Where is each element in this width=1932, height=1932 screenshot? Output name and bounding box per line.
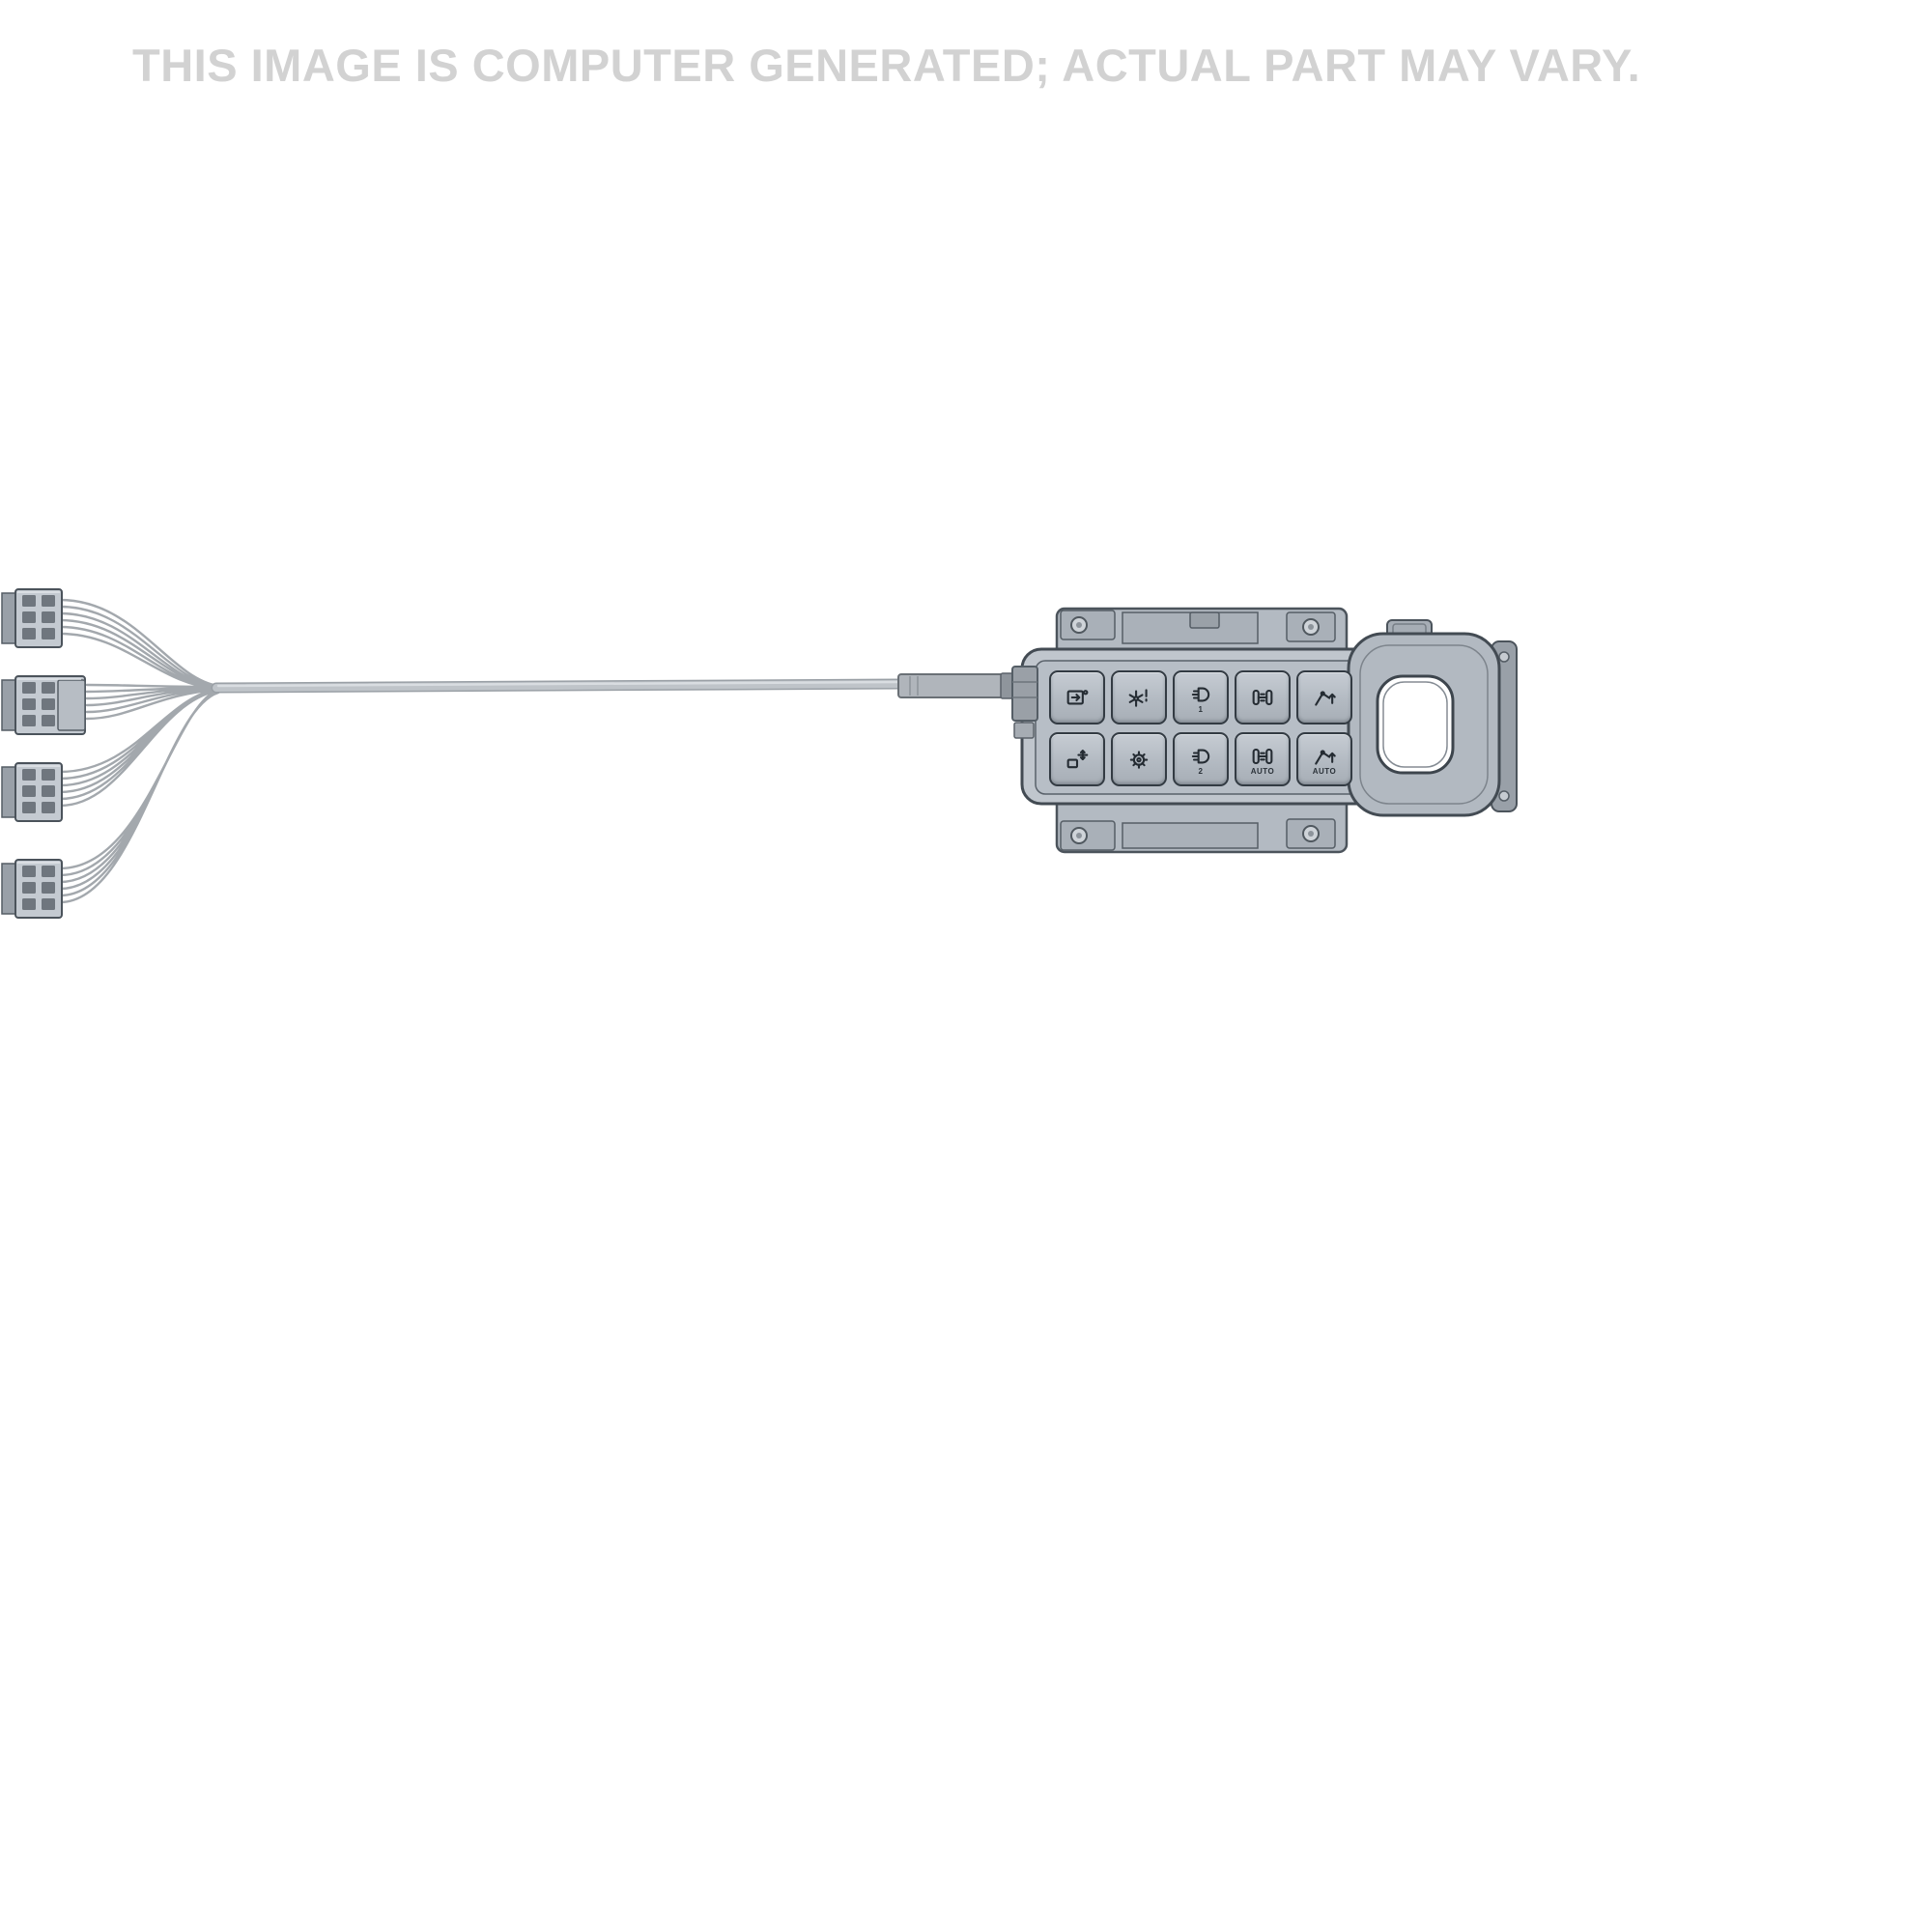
connector-2 [1, 675, 86, 735]
connector-1 [1, 588, 63, 648]
diff-lock-button [1235, 670, 1291, 724]
key-label: AUTO [1312, 767, 1337, 776]
pto-speed-icon [1124, 684, 1153, 711]
button-grid: 1 2 AUTO AUTO [1049, 670, 1352, 786]
remote-valve-button [1049, 670, 1105, 724]
handle [1347, 619, 1501, 817]
work-light-1-button: 1 [1173, 670, 1229, 724]
implement-shift-icon [1063, 746, 1092, 773]
diff-lock-icon [1248, 684, 1277, 711]
hitch-raise-button [1296, 670, 1352, 724]
work-light-2-button: 2 [1173, 732, 1229, 786]
cable-boot [897, 672, 1017, 699]
connector-4 [1, 859, 63, 919]
cable-gland [1011, 666, 1038, 739]
key-label: AUTO [1250, 767, 1275, 776]
mount-tab-top-left [1060, 610, 1116, 640]
mount-tab-top-right [1286, 611, 1336, 642]
key-label: 1 [1198, 705, 1204, 714]
diff-lock-icon [1248, 743, 1277, 770]
wire-fan [58, 598, 220, 904]
connector-3 [1, 762, 63, 822]
mount-tab-bottom-right [1286, 818, 1336, 849]
key-label: 2 [1198, 767, 1204, 776]
mount-tab-bottom-left [1060, 820, 1116, 851]
pto-speed-button [1111, 670, 1167, 724]
watermark: THIS IMAGE IS COMPUTER GENERATED; ACTUAL… [132, 40, 1641, 91]
hitch-auto-button: AUTO [1296, 732, 1352, 786]
remote-valve-icon [1063, 684, 1092, 711]
diff-lock-auto-button: AUTO [1235, 732, 1291, 786]
work-light-icon [1186, 743, 1215, 770]
pto-auto-button [1111, 732, 1167, 786]
trunk-cable [211, 678, 908, 694]
work-light-icon [1186, 681, 1215, 708]
implement-shift-button [1049, 732, 1105, 786]
pto-gear-icon [1124, 746, 1153, 773]
hitch-icon [1310, 743, 1339, 770]
handle-slot [1376, 674, 1455, 775]
hitch-icon [1310, 684, 1339, 711]
